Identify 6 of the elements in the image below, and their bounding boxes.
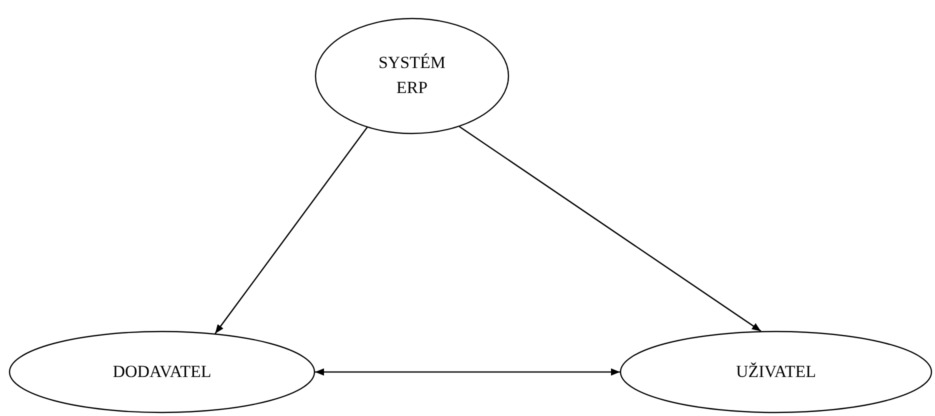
arrow — [214, 127, 368, 334]
arrow — [315, 368, 620, 376]
node-label: UŽIVATEL — [735, 360, 817, 383]
node-label: DODAVATEL — [112, 360, 212, 383]
arrow — [459, 126, 762, 332]
node-label: SYSTÉM ERP — [377, 52, 447, 99]
